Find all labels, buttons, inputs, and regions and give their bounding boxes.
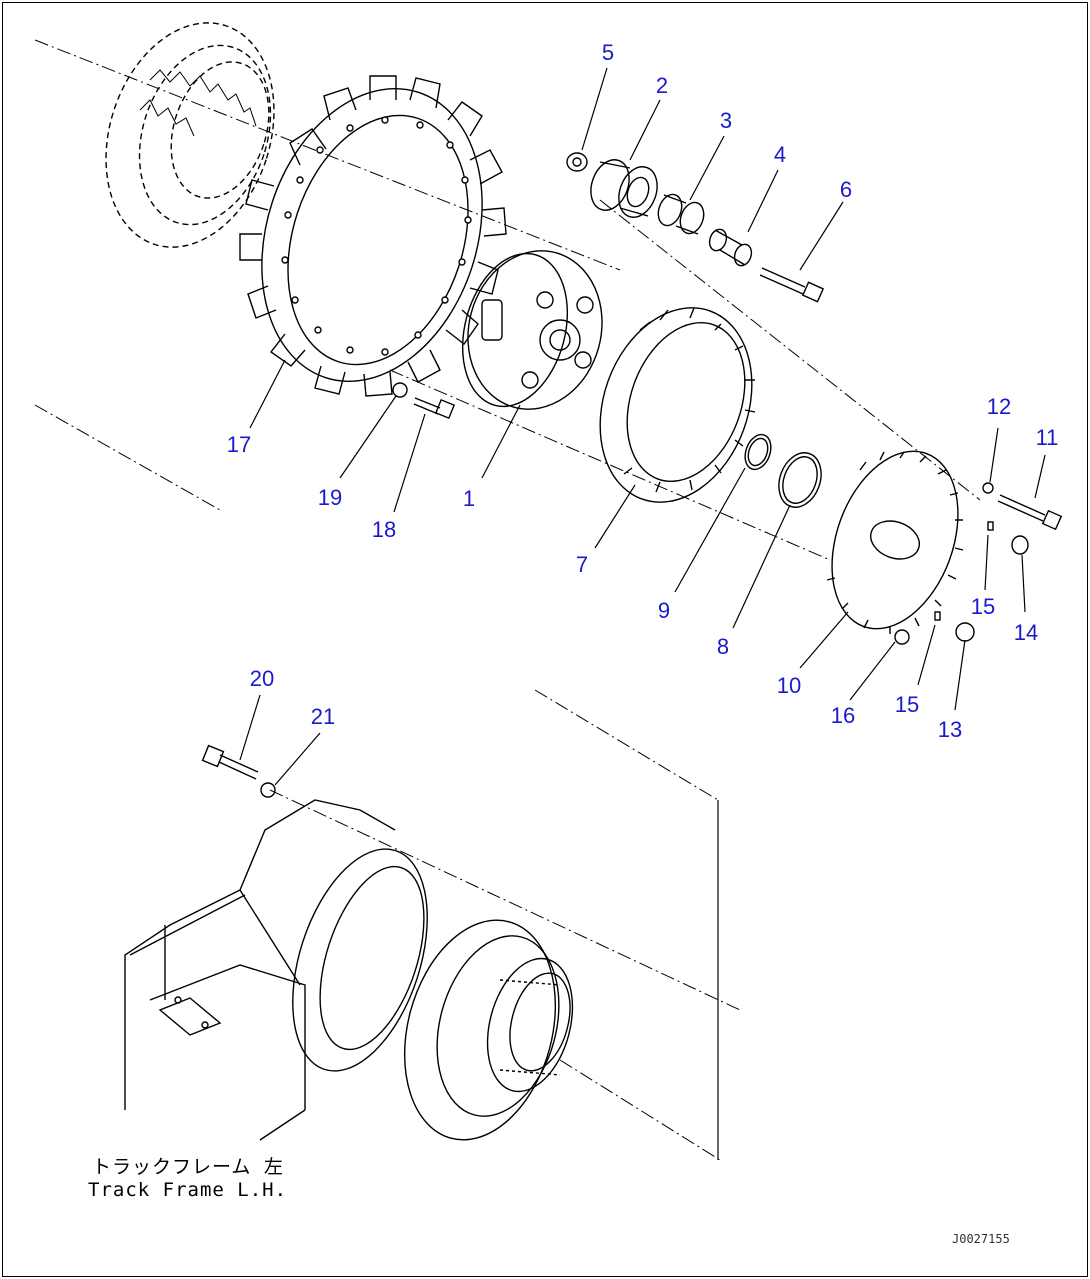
small-parts-top bbox=[566, 152, 825, 303]
callout-13: 13 bbox=[937, 717, 963, 742]
cover-bolts bbox=[894, 482, 1063, 645]
seal-9 bbox=[744, 433, 772, 471]
callout-15-upper: 15 bbox=[970, 594, 996, 619]
callout-12: 12 bbox=[986, 394, 1012, 419]
washer-19 bbox=[392, 382, 408, 398]
hub-flange-teeth bbox=[139, 69, 257, 137]
callout-9: 9 bbox=[657, 598, 671, 623]
callout-15-lower: 15 bbox=[894, 692, 920, 717]
washer-21 bbox=[260, 782, 276, 798]
caption-english: Track Frame L.H. bbox=[88, 1179, 288, 1201]
leader-lines bbox=[239, 67, 1046, 786]
carrier-hub-1 bbox=[461, 250, 603, 410]
drawing-id: J0027155 bbox=[952, 1232, 1010, 1246]
callout-2: 2 bbox=[655, 73, 669, 98]
callout-19: 19 bbox=[317, 485, 343, 510]
callout-7: 7 bbox=[575, 552, 589, 577]
center-lines bbox=[34, 39, 981, 1161]
hub-flange-ring bbox=[105, 22, 275, 248]
callout-16: 16 bbox=[830, 703, 856, 728]
callout-6: 6 bbox=[839, 177, 853, 202]
callout-20: 20 bbox=[249, 666, 275, 691]
bolt-20 bbox=[201, 744, 259, 780]
callout-8: 8 bbox=[716, 634, 730, 659]
callout-17: 17 bbox=[226, 432, 252, 457]
callout-10: 10 bbox=[776, 673, 802, 698]
track-frame bbox=[124, 799, 428, 1141]
bolt-6 bbox=[759, 267, 825, 303]
callout-11: 11 bbox=[1035, 425, 1059, 450]
cover-10 bbox=[826, 450, 964, 634]
ring-7 bbox=[599, 307, 756, 503]
shaft-4 bbox=[708, 228, 753, 267]
bushing-3 bbox=[657, 193, 705, 235]
caption-japanese: トラックフレーム 左 bbox=[92, 1156, 284, 1178]
o-ring-8 bbox=[778, 452, 822, 508]
bearing-2 bbox=[590, 159, 658, 218]
sprocket-bolt-holes bbox=[281, 116, 472, 356]
callout-1: 1 bbox=[462, 486, 476, 511]
bolt-18 bbox=[413, 397, 456, 420]
callout-4: 4 bbox=[773, 142, 787, 167]
callout-14: 14 bbox=[1013, 620, 1039, 645]
callout-3: 3 bbox=[719, 108, 733, 133]
sprocket-rim-17 bbox=[239, 75, 507, 397]
callout-21: 21 bbox=[310, 704, 336, 729]
callout-18: 18 bbox=[371, 517, 397, 542]
final-drive bbox=[403, 919, 574, 1141]
callout-5: 5 bbox=[601, 40, 615, 65]
